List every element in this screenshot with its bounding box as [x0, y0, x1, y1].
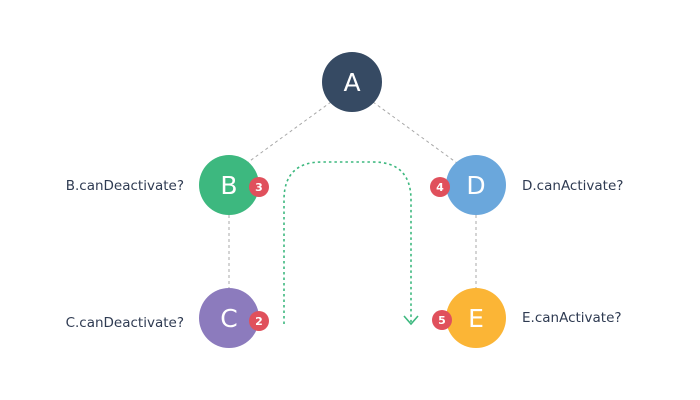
- node-a-letter: A: [343, 68, 360, 97]
- node-b-badge: [249, 177, 269, 197]
- node-b-letter: B: [220, 171, 237, 200]
- flow-arrowhead-icon: [403, 315, 419, 326]
- node-d-letter: D: [466, 171, 485, 200]
- node-b-label: B.canDeactivate?: [66, 178, 184, 194]
- node-c-letter: C: [220, 304, 237, 333]
- node-d-badge-number: 4: [436, 181, 444, 194]
- node-e-badge-number: 5: [438, 314, 446, 327]
- node-b: B 3: [199, 155, 269, 215]
- node-e: E 5: [432, 288, 506, 348]
- node-c: C 2: [199, 288, 269, 348]
- edge-a-b: [246, 101, 332, 164]
- node-e-letter: E: [468, 304, 484, 333]
- flow-arrow: [283, 161, 412, 324]
- edge-a-d: [372, 101, 458, 164]
- node-b-badge-number: 3: [255, 181, 263, 194]
- node-d-badge: [430, 177, 450, 197]
- node-c-label: C.canDeactivate?: [66, 315, 184, 331]
- node-d-label: D.canActivate?: [522, 178, 623, 194]
- node-e-badge: [432, 310, 452, 330]
- node-c-badge-number: 2: [255, 315, 263, 328]
- node-d: D 4: [430, 155, 506, 215]
- node-e-label: E.canActivate?: [522, 310, 622, 326]
- node-a: A: [322, 52, 382, 112]
- node-c-badge: [249, 311, 269, 331]
